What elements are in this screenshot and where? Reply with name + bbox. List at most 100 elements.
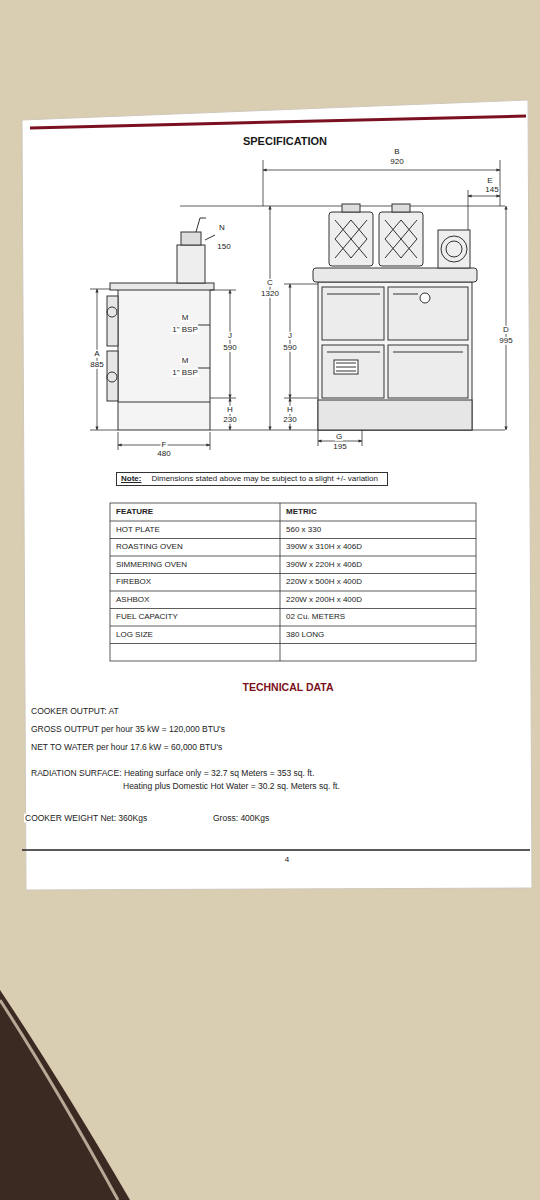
dimension-label: D: [502, 326, 510, 334]
dimension-label: 150: [216, 243, 231, 251]
dimension-label: 590: [222, 344, 237, 352]
technical-data-line: GROSS OUTPUT per hour 35 kW = 120,000 BT…: [30, 725, 226, 734]
note-box: Note: Dimensions stated above may be subj…: [116, 472, 388, 486]
lid-handle: [342, 204, 360, 212]
thermometer: [420, 293, 430, 303]
flue-leader: [205, 235, 215, 240]
technical-data-line: Heating plus Domestic Hot Water = 30.2 s…: [122, 782, 341, 791]
ext-line: [284, 284, 318, 285]
dim-j: [290, 284, 291, 398]
side-door: [107, 296, 118, 346]
table-cell: 02 Cu. METERS: [285, 613, 346, 621]
dim-e: [468, 196, 500, 197]
note-heading: Note:: [121, 474, 141, 483]
flue-collar: [438, 230, 470, 268]
table-cell: 380 LONG: [285, 631, 325, 639]
chair-rim: [0, 1000, 118, 1200]
side-door-hinge: [107, 372, 117, 382]
lid-handle: [392, 204, 410, 212]
grille-bars: [336, 363, 356, 371]
table-column-rule: [280, 503, 281, 661]
side-lid: [177, 245, 205, 283]
table-header: FEATURE: [115, 508, 154, 516]
note-text: Dimensions stated above may be subject t…: [151, 474, 378, 483]
dimension-label: H: [226, 406, 234, 414]
ext-line: [90, 289, 110, 290]
dimension-lines: [90, 160, 506, 450]
table-cell: ROASTING OVEN: [115, 543, 184, 551]
dimension-label: 590: [282, 344, 297, 352]
ext-line: [263, 160, 264, 206]
dimension-label: 1320: [260, 290, 280, 298]
side-body: [118, 289, 210, 430]
page-title: SPECIFICATION: [242, 136, 328, 148]
side-lid-handle: [196, 218, 206, 232]
table-cell: FIREBOX: [115, 578, 152, 586]
table-header: METRIC: [285, 508, 318, 516]
dimension-label: 920: [389, 158, 404, 166]
side-top-plate: [110, 283, 214, 290]
door-rails: [327, 294, 463, 352]
side-lid-cap: [181, 232, 201, 245]
table-frame: [110, 503, 476, 661]
dimension-label: G: [335, 433, 343, 441]
side-door: [107, 351, 118, 401]
dim-b: [263, 170, 500, 171]
ext-line: [318, 430, 319, 446]
table-cell: 560 x 330: [285, 526, 322, 534]
dimension-label: 480: [156, 450, 171, 458]
dimension-label: 145: [484, 186, 499, 194]
flue-outlet: [441, 236, 467, 262]
section-heading: TECHNICAL DATA: [242, 682, 335, 693]
table-cell: 390W x 310H x 406D: [285, 543, 363, 551]
ash-grille: [334, 360, 358, 374]
dimension-label: 995: [498, 337, 513, 345]
paper-sheet: [22, 100, 532, 890]
front-body: [318, 282, 472, 430]
ext-line: [210, 398, 236, 399]
hotplate-lid: [379, 212, 423, 266]
table-cell: HOT PLATE: [115, 526, 161, 534]
dimension-label: M: [181, 357, 190, 365]
ext-line: [118, 432, 119, 450]
dimension-label: N: [218, 224, 226, 232]
dimension-label: 1" BSP: [171, 369, 199, 377]
dimension-label: F: [161, 441, 168, 449]
table-cell: 220W x 200H x 400D: [285, 596, 363, 604]
dimension-label: 1" BSP: [171, 326, 199, 334]
ext-line: [90, 430, 118, 431]
table-cell: LOG SIZE: [115, 631, 154, 639]
dimension-label: A: [93, 350, 100, 358]
side-door-hinge: [107, 307, 117, 317]
oven-door: [322, 345, 384, 398]
chair-edge: [0, 990, 130, 1200]
dim-a: [97, 289, 98, 430]
oven-door: [322, 287, 384, 340]
hotplate-lid: [329, 212, 373, 266]
dim-d: [506, 206, 507, 430]
dimension-label: 230: [222, 416, 237, 424]
plinth: [318, 400, 472, 430]
footer-rule: [22, 849, 530, 851]
technical-data-line: COOKER WEIGHT Net: 360Kgs: [24, 814, 148, 823]
ext-line: [210, 290, 236, 291]
technical-data-line: RADIATION SURFACE: Heating surface only …: [30, 769, 315, 778]
technical-data-line: NET TO WATER per hour 17.6 kW = 60,000 B…: [30, 743, 223, 752]
ext-line: [210, 432, 211, 450]
pipe-leader: [198, 368, 210, 369]
oven-door: [388, 345, 468, 398]
dimension-label: 195: [332, 443, 347, 451]
dimension-label: B: [393, 148, 400, 156]
flue-outlet: [446, 241, 462, 257]
lid-pattern: [335, 220, 367, 258]
lid-pattern: [385, 220, 417, 258]
pipe-leader: [198, 325, 210, 326]
dimension-label: 230: [282, 416, 297, 424]
technical-data-line: COOKER OUTPUT: AT: [30, 707, 120, 716]
dim-c: [270, 206, 271, 430]
table-row-rules: [110, 521, 476, 644]
table-cell: 390W x 220H x 406D: [285, 561, 363, 569]
